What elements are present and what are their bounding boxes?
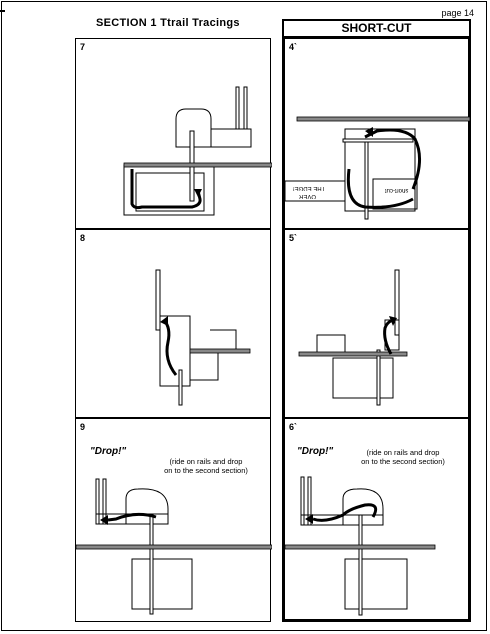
panel-number: 8 [80, 233, 86, 243]
panel-number: 9 [80, 422, 86, 432]
panel-8: 8 [75, 229, 271, 418]
over-label: OVER [299, 193, 317, 199]
section-title: SECTION 1 Ttrail Tracings [96, 17, 240, 29]
panel-6-prime-drawing [285, 476, 436, 616]
shortcut-label: short-cut [385, 187, 409, 193]
ride-note: (ride on rails and drop on to the second… [142, 457, 270, 475]
panel-4-prime-drawing [285, 116, 470, 220]
panel-6-prime: 6` "Drop!" (ride on rails and drop on to… [284, 418, 469, 620]
panel-5-prime: 5` [284, 229, 469, 418]
note-line: (ride on rails and drop [169, 457, 243, 466]
panel-8-drawing [155, 269, 251, 406]
shortcut-column [282, 19, 471, 622]
panel-number: 4` [289, 42, 298, 52]
drop-callout: "Drop!" [297, 446, 334, 457]
note-line: (ride on rails and drop [366, 448, 440, 457]
panel-number: 6` [289, 422, 298, 432]
ride-note: (ride on rails and drop on to the second… [339, 448, 467, 466]
panel-7-drawing [123, 86, 272, 216]
shortcut-title: SHORT-CUT [282, 19, 471, 38]
panel-9-drawing [76, 478, 272, 615]
page-number: page 14 [441, 8, 474, 18]
note-line: on to the second section) [361, 457, 445, 466]
note-line: on to the second section) [164, 466, 248, 475]
panel-number: 5` [289, 233, 298, 243]
panel-9: 9 "Drop!" (ride on rails and drop on to … [75, 418, 272, 622]
panel-4-prime: 4` OVER THE EDGE! short-cut [284, 38, 470, 229]
drop-callout: "Drop!" [90, 446, 127, 457]
panel-number: 7 [80, 42, 86, 52]
edge-label: THE EDGE! [293, 185, 326, 191]
panel-5-prime-drawing [298, 269, 408, 406]
panel-7: 7 [75, 38, 272, 229]
edge-mark [0, 10, 5, 12]
